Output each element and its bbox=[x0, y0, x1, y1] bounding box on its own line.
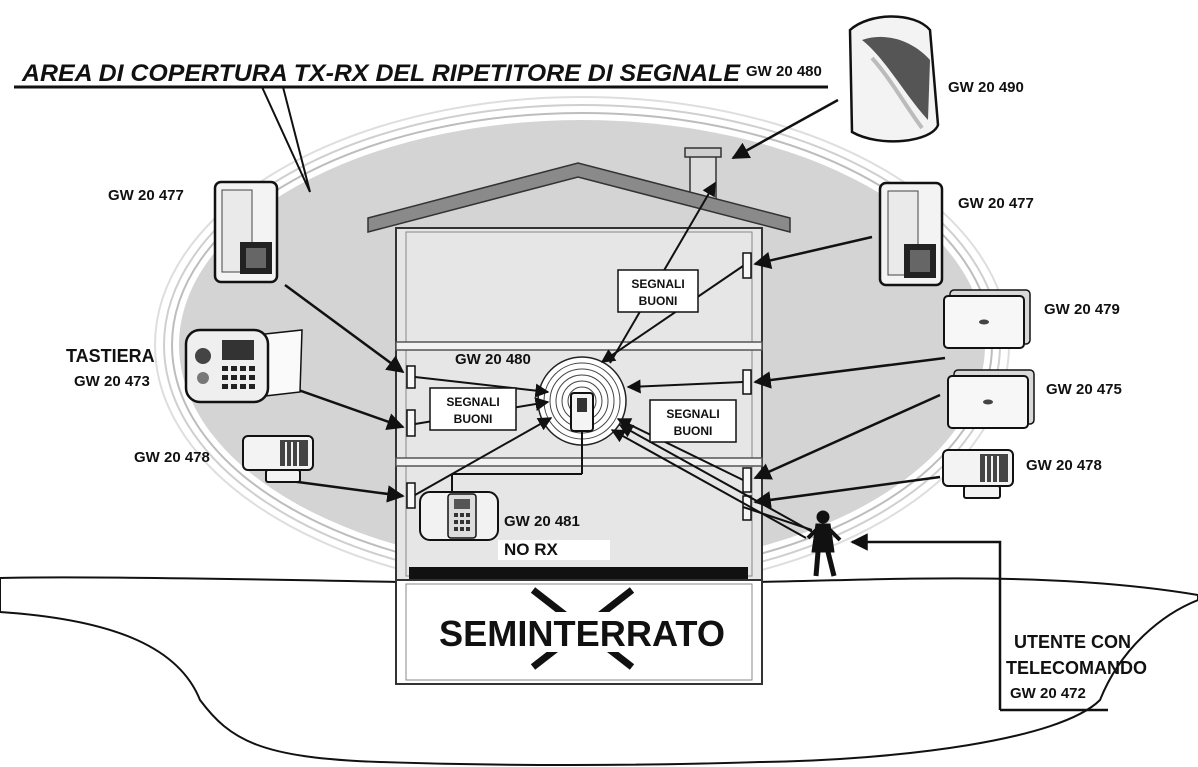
svg-text:SEGNALI: SEGNALI bbox=[666, 407, 719, 421]
module-479 bbox=[943, 289, 1031, 349]
keypad-device bbox=[184, 328, 303, 404]
svg-text:SEGNALI: SEGNALI bbox=[631, 277, 684, 291]
label-remote-code: GW 20 472 bbox=[1010, 685, 1086, 702]
label-user-line1: UTENTE CON bbox=[1014, 632, 1131, 652]
label-keypad-code: GW 20 473 bbox=[74, 373, 150, 390]
svg-text:BUONI: BUONI bbox=[674, 424, 713, 438]
contact-sensor-left bbox=[242, 435, 314, 483]
diagram-title: AREA DI COPERTURA TX-RX DEL RIPETITORE D… bbox=[21, 60, 741, 87]
device-labels: GW 20 480 GW 20 490 GW 20 477 GW 20 477 … bbox=[66, 63, 1147, 702]
signal-box-roof: SEGNALI BUONI bbox=[617, 269, 699, 313]
pir-sensor-right bbox=[878, 181, 944, 287]
label-keypad-name: TASTIERA bbox=[66, 346, 155, 366]
svg-text:BUONI: BUONI bbox=[639, 294, 678, 308]
user-figure bbox=[806, 510, 842, 577]
label-repeater-center: GW 20 480 bbox=[455, 351, 531, 368]
device-arrows bbox=[269, 98, 1108, 712]
label-user-line2: TELECOMANDO bbox=[1006, 658, 1147, 678]
siren-device bbox=[848, 15, 940, 143]
label-contact-left: GW 20 478 bbox=[134, 449, 210, 466]
label-pir-right: GW 20 477 bbox=[958, 195, 1034, 212]
label-top-repeater: GW 20 480 bbox=[746, 63, 822, 80]
label-siren: GW 20 490 bbox=[948, 79, 1024, 96]
central-unit bbox=[419, 491, 610, 560]
central-repeater bbox=[451, 356, 627, 492]
label-module-475: GW 20 475 bbox=[1046, 381, 1122, 398]
contact-sensor-right bbox=[942, 449, 1014, 499]
label-contact-right: GW 20 478 bbox=[1026, 457, 1102, 474]
pir-sensor-left bbox=[213, 180, 279, 284]
label-pir-left: GW 20 477 bbox=[108, 187, 184, 204]
module-475 bbox=[947, 369, 1035, 429]
basement-block: SEMINTERRATO bbox=[439, 587, 725, 670]
label-central-unit: GW 20 481 bbox=[504, 513, 580, 530]
label-module-479: GW 20 479 bbox=[1044, 301, 1120, 318]
label-no-rx: NO RX bbox=[504, 540, 559, 559]
signal-box-left: SEGNALI BUONI bbox=[429, 387, 517, 431]
signal-box-right: SEGNALI BUONI bbox=[649, 399, 737, 443]
basement-label: SEMINTERRATO bbox=[439, 613, 725, 654]
svg-text:SEGNALI: SEGNALI bbox=[446, 395, 499, 409]
svg-text:BUONI: BUONI bbox=[454, 412, 493, 426]
title-callout: AREA DI COPERTURA TX-RX DEL RIPETITORE D… bbox=[14, 60, 828, 193]
